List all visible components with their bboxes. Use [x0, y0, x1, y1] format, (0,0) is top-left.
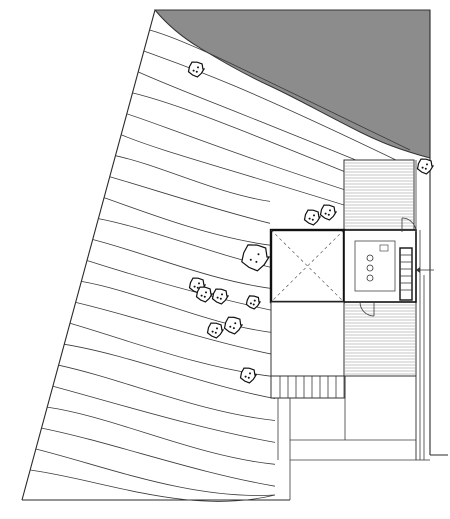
contour-line [52, 385, 276, 443]
tree-canopy-icon [319, 204, 338, 221]
retaining-walls [415, 160, 430, 461]
lower-building [270, 301, 417, 500]
tree-canopy-icon [416, 158, 435, 175]
tree-canopy-icon [245, 295, 262, 310]
tree-canopy-icon [223, 316, 244, 335]
tree-canopy-icon [195, 286, 214, 303]
contour-line [41, 427, 276, 487]
contour-line [30, 469, 276, 502]
contour-line [120, 134, 361, 211]
tree-canopy-icon [303, 209, 322, 226]
contour-line [132, 92, 381, 187]
contour-line [58, 364, 276, 421]
contour-line [92, 239, 276, 290]
contour-line [81, 281, 276, 334]
water-area [153, 9, 431, 159]
contour-line [64, 343, 276, 399]
contour-line [103, 197, 271, 246]
contour-line [138, 71, 391, 175]
contour-line [35, 448, 276, 496]
contour-line [126, 113, 371, 199]
arrow-icon [416, 267, 434, 273]
tree-canopy-icon [211, 288, 230, 305]
trees [187, 61, 435, 384]
contour-line [149, 29, 411, 151]
contour-line [143, 50, 401, 163]
tree-canopy-icon [239, 367, 258, 384]
contour-line [75, 302, 276, 356]
contour-line [109, 176, 271, 224]
contour-line [115, 155, 271, 202]
contour-line [47, 406, 276, 465]
tree-canopy-icon [241, 244, 271, 272]
lower-deck [343, 301, 417, 377]
tree-canopy-icon [187, 61, 206, 78]
pavilion-roof [269, 228, 346, 304]
bathroom-block [343, 217, 417, 317]
tree-canopy-icon [206, 322, 225, 339]
upper-deck [343, 159, 415, 231]
